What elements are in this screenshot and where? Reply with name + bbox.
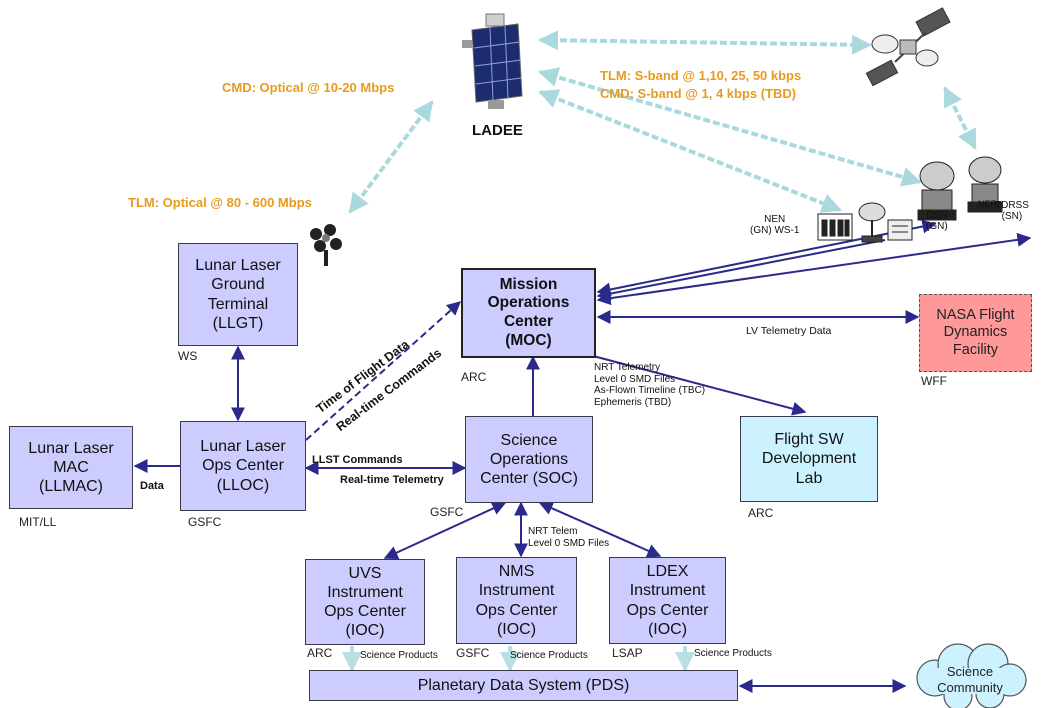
lloc-label: Lunar Laser Ops Center (LLOC) bbox=[200, 438, 286, 494]
tdrs-satellite-icon bbox=[865, 7, 951, 87]
ladee-label: LADEE bbox=[472, 122, 523, 139]
llgt-box[interactable]: Lunar Laser Ground Terminal (LLGT) bbox=[178, 243, 298, 346]
gsfc-nms-location: GSFC bbox=[456, 646, 490, 660]
optical-telescope-icon bbox=[310, 224, 342, 266]
science-products-label-ldex: Science Products bbox=[694, 648, 772, 659]
cmd-sband-label: CMD: S-band @ 1, 4 kbps (TBD) bbox=[600, 86, 797, 101]
science-product-arrows bbox=[342, 646, 695, 672]
science-community-cloud bbox=[916, 643, 1027, 708]
llmac-box[interactable]: Lunar Laser MAC (LLMAC) bbox=[9, 426, 133, 509]
nen-label: NEN (GN) WS-1 bbox=[750, 214, 800, 236]
science-community-label: Science Community bbox=[937, 664, 1003, 695]
tdrss-label: TDRSS (SN) bbox=[995, 200, 1029, 222]
sband-link-tdrss bbox=[538, 30, 872, 55]
uvs-ioc-box[interactable]: UVS Instrument Ops Center (IOC) bbox=[305, 559, 425, 645]
llmac-label: Lunar Laser MAC (LLMAC) bbox=[28, 439, 114, 496]
science-products-label-uvs: Science Products bbox=[360, 650, 438, 661]
dsn-label: DSN (GN) bbox=[926, 210, 948, 232]
arc-moc-location: ARC bbox=[461, 370, 487, 384]
tlm-optical-label: TLM: Optical @ 80 - 600 Mbps bbox=[128, 195, 312, 210]
tdrss-relay-link bbox=[943, 86, 977, 150]
lloc-to-moc bbox=[305, 301, 462, 441]
ldex-ioc-box[interactable]: LDEX Instrument Ops Center (IOC) bbox=[609, 557, 726, 644]
ner-label: NER bbox=[978, 199, 998, 209]
ws-location: WS bbox=[178, 349, 198, 363]
ldex-ioc-label: LDEX Instrument Ops Center (IOC) bbox=[626, 563, 709, 638]
ground-flows bbox=[133, 219, 1032, 693]
fdf-box[interactable]: NASA Flight Dynamics Facility bbox=[919, 294, 1032, 372]
fsw-lab-label: Flight SW Development Lab bbox=[761, 431, 857, 487]
pds-label: Planetary Data System (PDS) bbox=[417, 676, 630, 694]
mit-ll-location: MIT/LL bbox=[19, 515, 57, 529]
moc-products-label: NRT Telemetry Level 0 SMD Files As-Flown… bbox=[594, 362, 706, 408]
lsap-location: LSAP bbox=[612, 646, 643, 660]
ground-station-icons bbox=[817, 156, 1003, 243]
pds-box[interactable]: Planetary Data System (PDS) bbox=[309, 670, 738, 701]
nms-ioc-box[interactable]: NMS Instrument Ops Center (IOC) bbox=[456, 557, 577, 644]
moc-to-nen bbox=[596, 239, 886, 301]
gsfc-lloc-location: GSFC bbox=[188, 515, 222, 529]
space-links bbox=[348, 30, 977, 214]
cmd-optical-label: CMD: Optical @ 10-20 Mbps bbox=[222, 80, 395, 95]
nms-ioc-label: NMS Instrument Ops Center (IOC) bbox=[475, 563, 558, 638]
arc-fsw-location: ARC bbox=[748, 506, 774, 520]
uvs-ioc-label: UVS Instrument Ops Center (IOC) bbox=[324, 564, 406, 640]
gsfc-soc-location: GSFC bbox=[430, 505, 464, 519]
llst-commands-label: LLST Commands bbox=[312, 454, 403, 466]
realtime-telemetry-label: Real-time Telemetry bbox=[340, 474, 444, 486]
moc-box[interactable]: Mission Operations Center (MOC) bbox=[461, 268, 596, 358]
fdf-label: NASA Flight Dynamics Facility bbox=[936, 306, 1015, 358]
wff-location: WFF bbox=[921, 374, 947, 388]
fsw-lab-box[interactable]: Flight SW Development Lab bbox=[740, 416, 878, 502]
tlm-sband-label: TLM: S-band @ 1,10, 25, 50 kbps bbox=[600, 68, 802, 83]
soc-label: Science Operations Center (SOC) bbox=[480, 431, 578, 488]
data-label: Data bbox=[140, 480, 164, 492]
arc-uvs-location: ARC bbox=[307, 646, 333, 660]
soc-to-ldex bbox=[538, 501, 662, 558]
soc-to-uvs bbox=[383, 501, 507, 560]
sband-link-nen bbox=[538, 89, 842, 213]
lv-telemetry-label: LV Telemetry Data bbox=[746, 325, 832, 337]
lloc-box[interactable]: Lunar Laser Ops Center (LLOC) bbox=[180, 421, 306, 511]
nrt-telem-label: NRT Telem Level 0 SMD Files bbox=[528, 526, 610, 549]
ladee-spacecraft-icon bbox=[462, 13, 523, 109]
llgt-label: Lunar Laser Ground Terminal (LLGT) bbox=[195, 257, 281, 332]
science-products-label-nms: Science Products bbox=[510, 650, 588, 661]
moc-to-fsw bbox=[577, 351, 807, 416]
moc-label: Mission Operations Center (MOC) bbox=[487, 275, 570, 349]
moc-to-tdrss bbox=[596, 232, 1032, 306]
soc-box[interactable]: Science Operations Center (SOC) bbox=[465, 416, 593, 503]
optical-link bbox=[348, 100, 434, 214]
